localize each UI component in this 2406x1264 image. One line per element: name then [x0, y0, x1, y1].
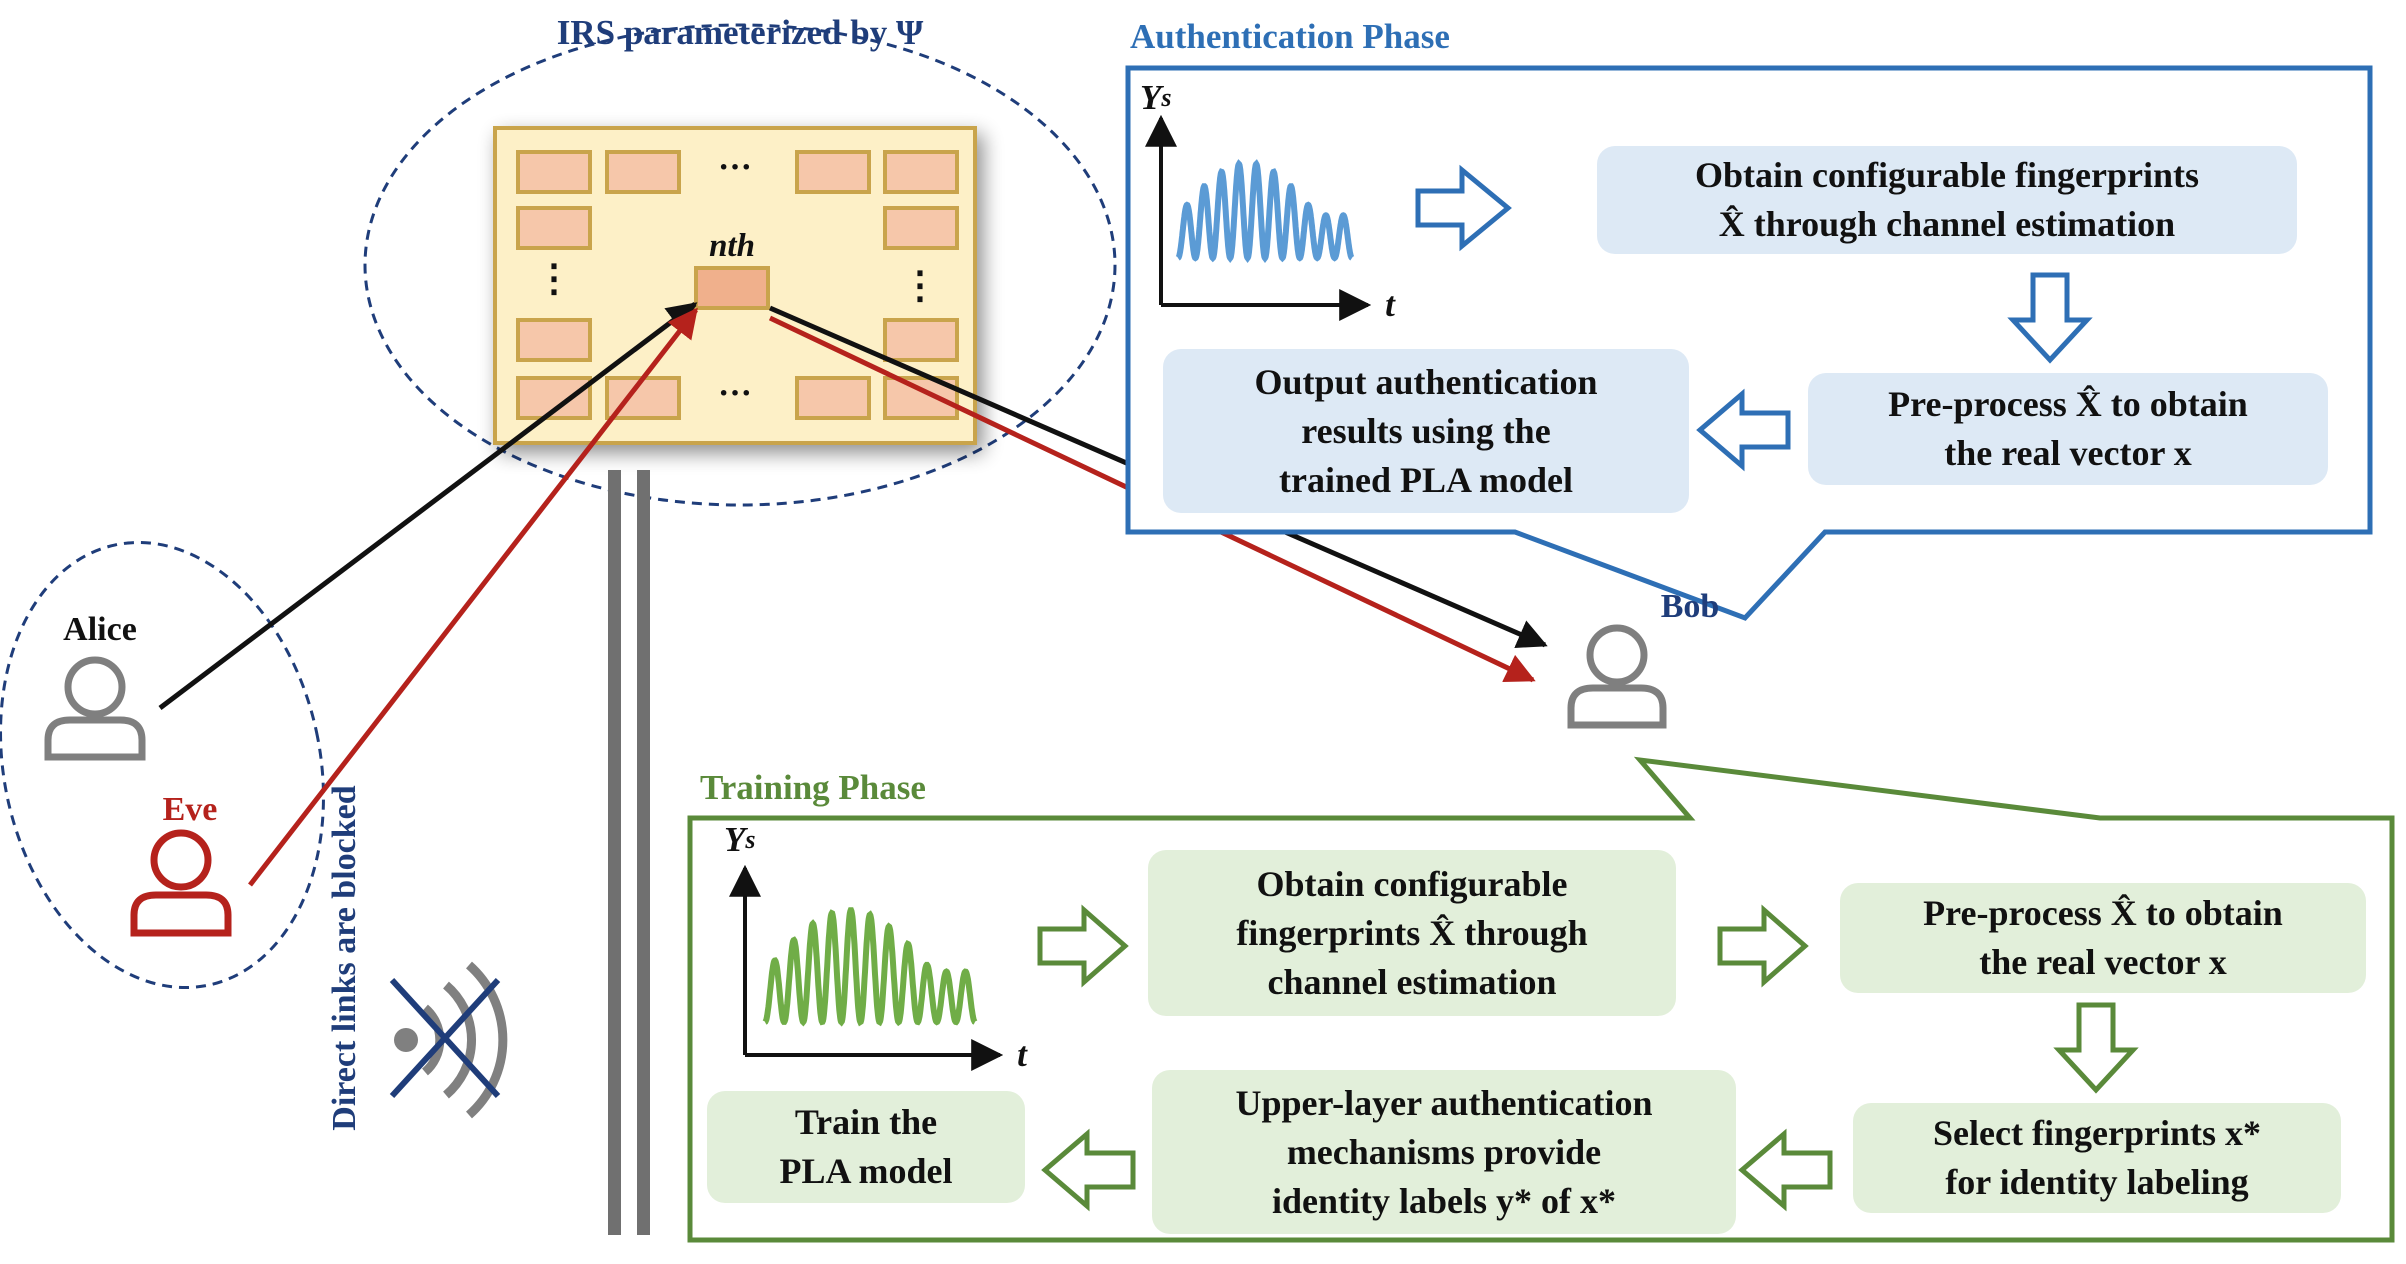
irs-element [795, 376, 871, 420]
auth-obtain-fingerprints-box: Obtain configurable fingerprints X̂ thro… [1597, 146, 2297, 254]
training-down-arrow [2053, 1002, 2139, 1094]
irs-element [883, 318, 959, 362]
auth-y-axis-text: Y [1140, 78, 1162, 117]
training-t-axis-label: t [1017, 1035, 1027, 1074]
training-upper-line-2: mechanisms provide [1286, 1131, 1602, 1172]
training-preprocess-box: Pre-process X̂ to obtain the real vector… [1840, 883, 2366, 993]
auth-obtain-line-2: X̂ through channel estimation [1718, 204, 2176, 244]
auth-t-axis-label: t [1385, 285, 1395, 324]
training-select-fingerprints-box: Select fingerprints x* for identity labe… [1853, 1103, 2341, 1213]
alice-user-icon [44, 656, 146, 761]
authentication-phase-title: Authentication Phase [1130, 17, 1450, 56]
irs-title: IRS parameterized by Ψ [556, 13, 924, 52]
irs-dots-right: ⋮ [901, 265, 939, 308]
training-preprocess-line-2: the real vector x [1979, 942, 2227, 982]
auth-output-line-1: Output authentication [1254, 361, 1598, 402]
irs-elements [516, 150, 959, 420]
training-select-line-2: for identity labeling [1945, 1162, 2249, 1202]
irs-dots-top: ··· [717, 148, 753, 186]
bob-label: Bob [1660, 587, 1720, 625]
alice-label: Alice [63, 610, 137, 648]
auth-preprocess-line-1: Pre-process X̂ to obtain [1888, 384, 2248, 424]
training-train-line-1: Train the [794, 1102, 938, 1142]
irs-element [516, 206, 592, 250]
training-preprocess-line-1: Pre-process X̂ to obtain [1923, 893, 2283, 933]
irs-dots-left: ⋮ [535, 258, 573, 301]
auth-right-arrow [1415, 164, 1512, 252]
auth-preprocess-box: Pre-process X̂ to obtain the real vector… [1808, 373, 2328, 485]
bob-user-icon [1567, 624, 1667, 729]
auth-output-results-box: Output authentication results using the … [1163, 349, 1689, 513]
training-train-line-2: PLA model [779, 1151, 953, 1191]
training-right-arrow-1 [1037, 904, 1129, 988]
irs-nth-element [694, 266, 770, 310]
auth-output-line-2: results using the [1301, 410, 1551, 451]
training-signal-axes [729, 864, 1004, 1071]
blocked-wireless-icon [389, 961, 508, 1119]
training-obtain-line-2: fingerprints X̂ through [1236, 912, 1588, 953]
training-y-axis-text: Y [724, 820, 746, 859]
auth-signal-waveform [1175, 159, 1355, 264]
alice-to-irs-link [158, 302, 698, 710]
irs-element [516, 150, 592, 194]
blocking-wall-right [637, 470, 650, 1235]
training-left-arrow-1 [1738, 1128, 1833, 1212]
irs-ellipse [363, 23, 1117, 507]
irs-element [605, 150, 681, 194]
auth-down-arrow [2007, 272, 2093, 364]
eve-label: Eve [162, 790, 218, 828]
irs-nth-label: nth [682, 225, 782, 269]
training-signal-waveform [762, 907, 978, 1027]
auth-signal-axes [1145, 114, 1372, 321]
irs-element [883, 376, 959, 420]
training-y-axis-sub: s [745, 825, 756, 855]
direct-links-blocked-label: Direct links are blocked [325, 785, 363, 1131]
training-upper-line-3: identity labels y* of x* [1271, 1180, 1616, 1221]
auth-left-arrow [1696, 388, 1791, 472]
auth-output-line-3: trained PLA model [1279, 459, 1573, 500]
training-upper-layer-box: Upper-layer authentication mechanisms pr… [1152, 1070, 1736, 1234]
training-right-arrow-2 [1717, 904, 1809, 988]
irs-element [883, 150, 959, 194]
training-select-line-1: Select fingerprints x* [1933, 1113, 2261, 1153]
training-upper-line-1: Upper-layer authentication [1235, 1082, 1653, 1123]
irs-element [883, 206, 959, 250]
training-obtain-fingerprints-box: Obtain configurable fingerprints X̂ thro… [1148, 850, 1676, 1016]
irs-element [795, 150, 871, 194]
auth-y-axis-sub: s [1161, 83, 1172, 113]
auth-obtain-line-1: Obtain configurable fingerprints [1694, 155, 2200, 195]
eve-to-irs-link [248, 307, 698, 887]
training-left-arrow-2 [1041, 1128, 1136, 1212]
irs-element [516, 318, 592, 362]
training-obtain-line-3: channel estimation [1267, 961, 1557, 1002]
irs-nth-label-text: nth [709, 228, 755, 265]
training-obtain-line-1: Obtain configurable [1256, 863, 1568, 904]
training-train-model-box: Train the PLA model [707, 1091, 1025, 1203]
alice-eve-ellipse [0, 540, 325, 990]
training-phase-title: Training Phase [700, 768, 926, 807]
auth-preprocess-line-2: the real vector x [1944, 433, 2192, 473]
irs-dots-bottom: ··· [717, 374, 753, 412]
blocking-wall-left [608, 470, 621, 1235]
eve-user-icon [130, 829, 232, 937]
